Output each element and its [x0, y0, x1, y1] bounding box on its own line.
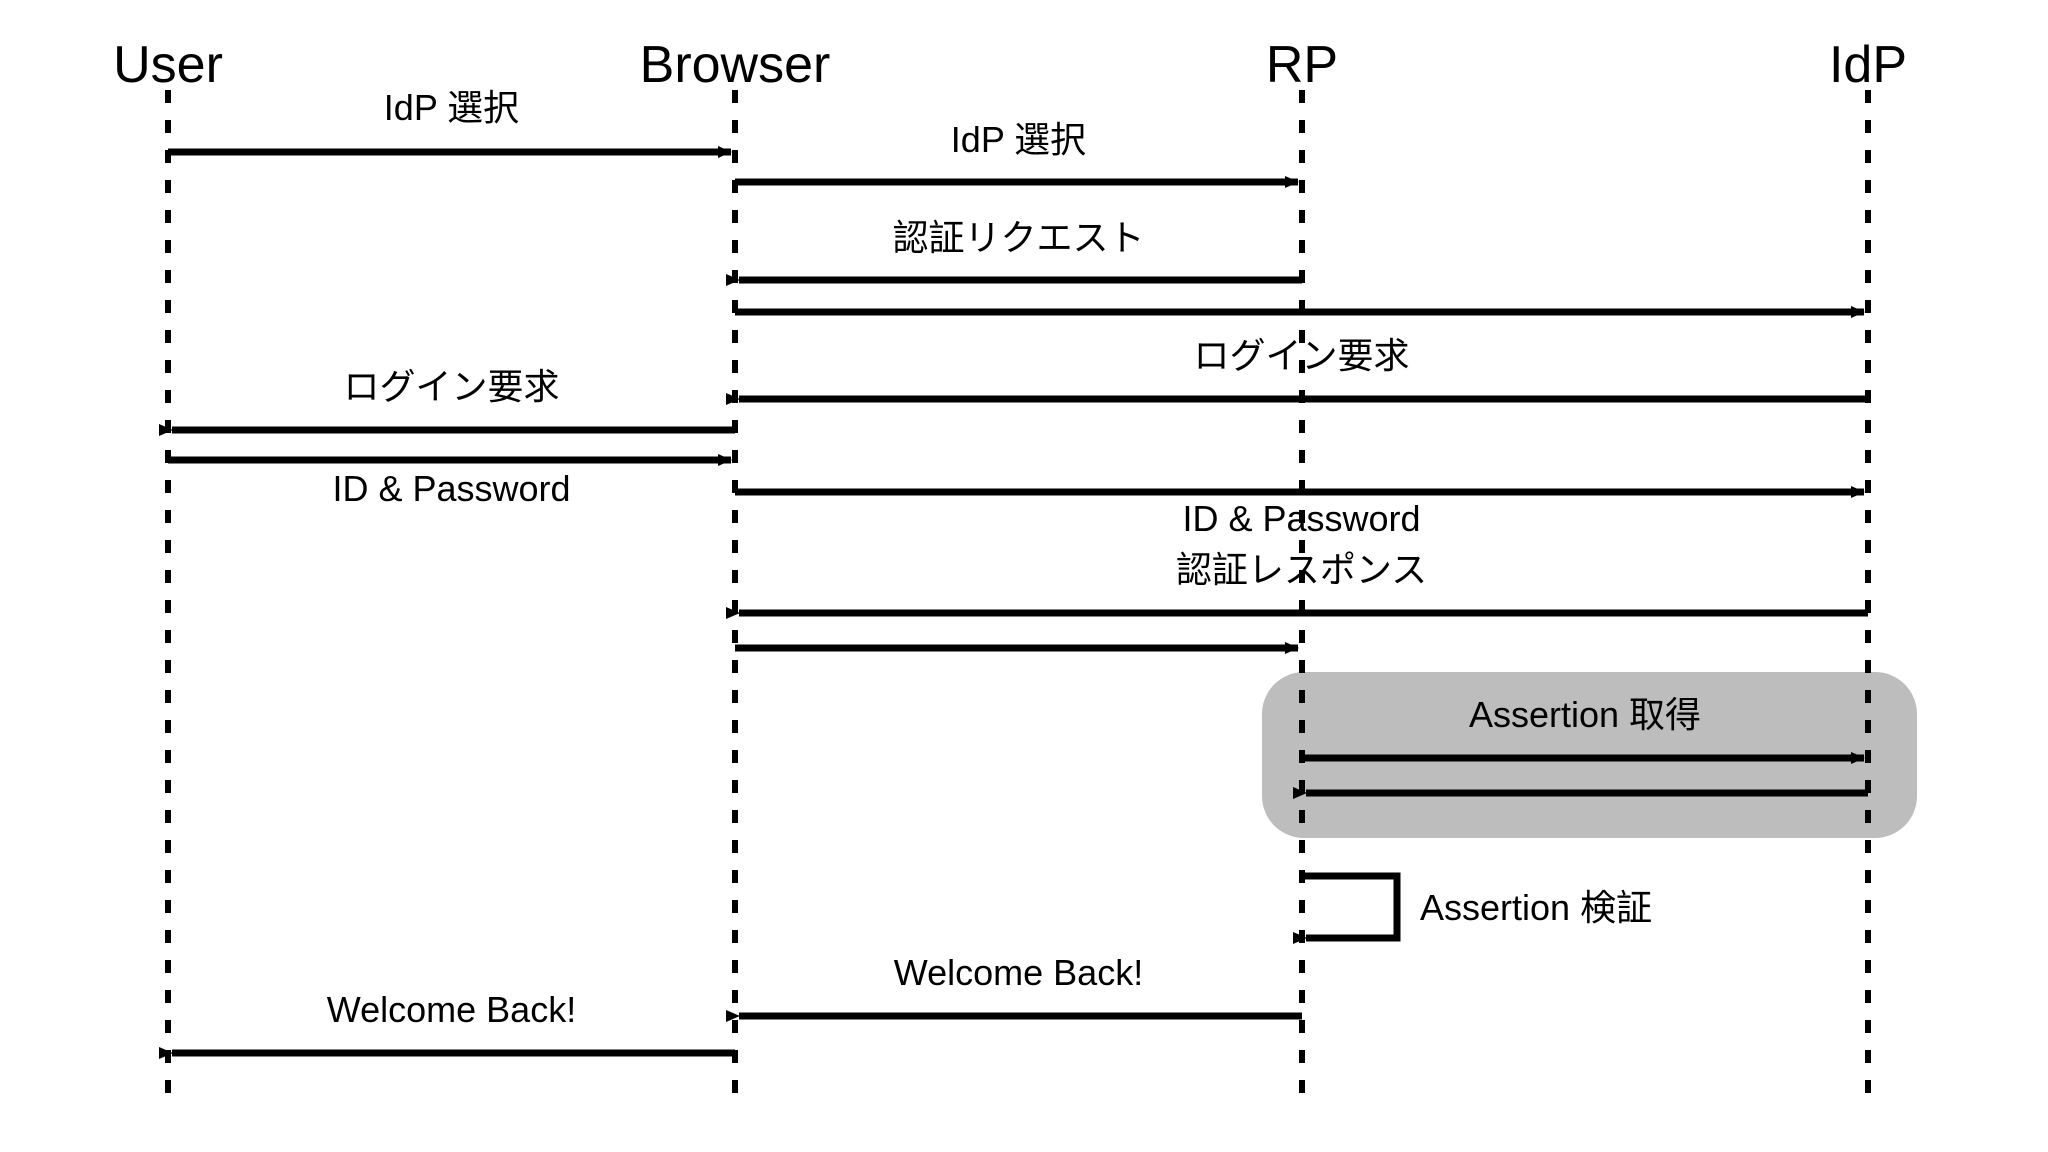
- message-m1: IdP 選択: [168, 87, 732, 158]
- self-message-group: Assertion 検証: [1293, 872, 1652, 944]
- message-m14: Welcome Back!: [159, 989, 735, 1059]
- message-m7: ID & Password: [168, 454, 732, 509]
- message-m5: ログイン要求: [726, 335, 1868, 405]
- message-m3: 認証リクエスト: [726, 217, 1302, 286]
- message-label-m11: Assertion 取得: [1469, 694, 1701, 735]
- message-m6: ログイン要求: [159, 366, 735, 436]
- self-message-label-s1: Assertion 検証: [1420, 887, 1652, 928]
- actor-label-user: User: [113, 36, 223, 94]
- message-label-m7: ID & Password: [332, 468, 570, 509]
- message-label-m6: ログイン要求: [343, 366, 559, 407]
- message-label-m14: Welcome Back!: [327, 989, 576, 1030]
- message-m11: Assertion 取得: [1302, 694, 1865, 764]
- actor-label-idp: IdP: [1829, 36, 1907, 94]
- self-message-arrow-s1: [1293, 872, 1401, 944]
- message-m2: IdP 選択: [735, 119, 1299, 188]
- message-label-m8: ID & Password: [1182, 498, 1420, 539]
- message-label-m3: 認証リクエスト: [892, 217, 1144, 258]
- message-m8: ID & Password: [735, 486, 1865, 539]
- message-label-m9: 認証レスポンス: [1176, 549, 1427, 590]
- actor-label-browser: Browser: [640, 36, 831, 94]
- message-label-m2: IdP 選択: [951, 119, 1086, 160]
- message-label-m5: ログイン要求: [1193, 335, 1409, 376]
- message-m13: Welcome Back!: [726, 952, 1302, 1022]
- actor-label-rp: RP: [1266, 36, 1338, 94]
- message-label-m1: IdP 選択: [384, 87, 519, 128]
- message-label-m13: Welcome Back!: [894, 952, 1143, 993]
- message-m9: 認証レスポンス: [726, 549, 1868, 619]
- actor-labels-group: User Browser RP IdP: [113, 36, 1907, 94]
